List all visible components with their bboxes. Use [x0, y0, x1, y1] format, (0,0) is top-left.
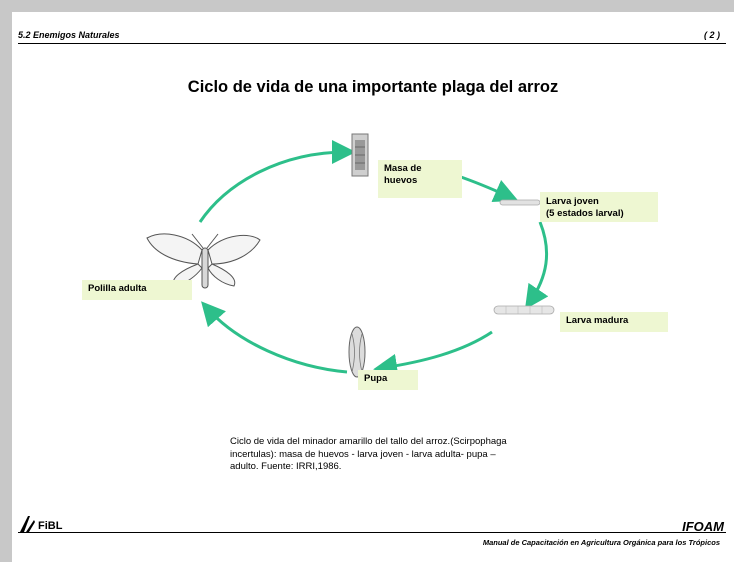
page-number: ( 2 ) — [703, 30, 720, 40]
label-mature-larva: Larva madura — [560, 312, 668, 332]
footer-text: Manual de Capacitación en Agricultura Or… — [482, 538, 720, 547]
arrow-adult-to-eggs — [198, 140, 356, 223]
arrow-pupa-to-adult — [201, 301, 348, 374]
egg-mass-illustration — [351, 133, 369, 177]
ifoam-logo: IFOAM — [656, 518, 726, 539]
arrow-mature-larva-to-pupa — [373, 330, 493, 378]
fibl-logo: FiBL — [16, 514, 106, 539]
slide: 5.2 Enemigos Naturales ( 2 ) Ciclo de vi… — [12, 12, 734, 562]
figure-caption: Ciclo de vida del minador amarillo del t… — [230, 436, 507, 472]
label-pupa: Pupa — [358, 370, 418, 390]
label-young-larva-line2: (5 estados larval) — [546, 208, 624, 219]
label-young-larva: Larva joven (5 estados larval) — [540, 192, 658, 222]
young-larva-illustration — [499, 199, 541, 206]
fibl-logo-text: FiBL — [38, 520, 63, 532]
footer-divider — [18, 532, 726, 533]
pupa-illustration — [348, 326, 366, 378]
life-cycle-diagram — [146, 133, 555, 378]
arrow-young-to-mature-larva — [524, 221, 549, 310]
adult-moth-illustration — [146, 233, 261, 289]
section-title: 5.2 Enemigos Naturales — [18, 30, 120, 40]
header-divider — [18, 43, 726, 44]
ifoam-logo-text: IFOAM — [682, 519, 725, 534]
label-adult-moth: Polilla adulta — [82, 280, 192, 300]
mature-larva-illustration — [493, 305, 555, 315]
label-egg-mass: Masa de huevos — [378, 160, 462, 198]
diagram-title: Ciclo de vida de una importante plaga de… — [187, 78, 559, 96]
label-young-larva-line1: Larva joven — [546, 196, 599, 207]
